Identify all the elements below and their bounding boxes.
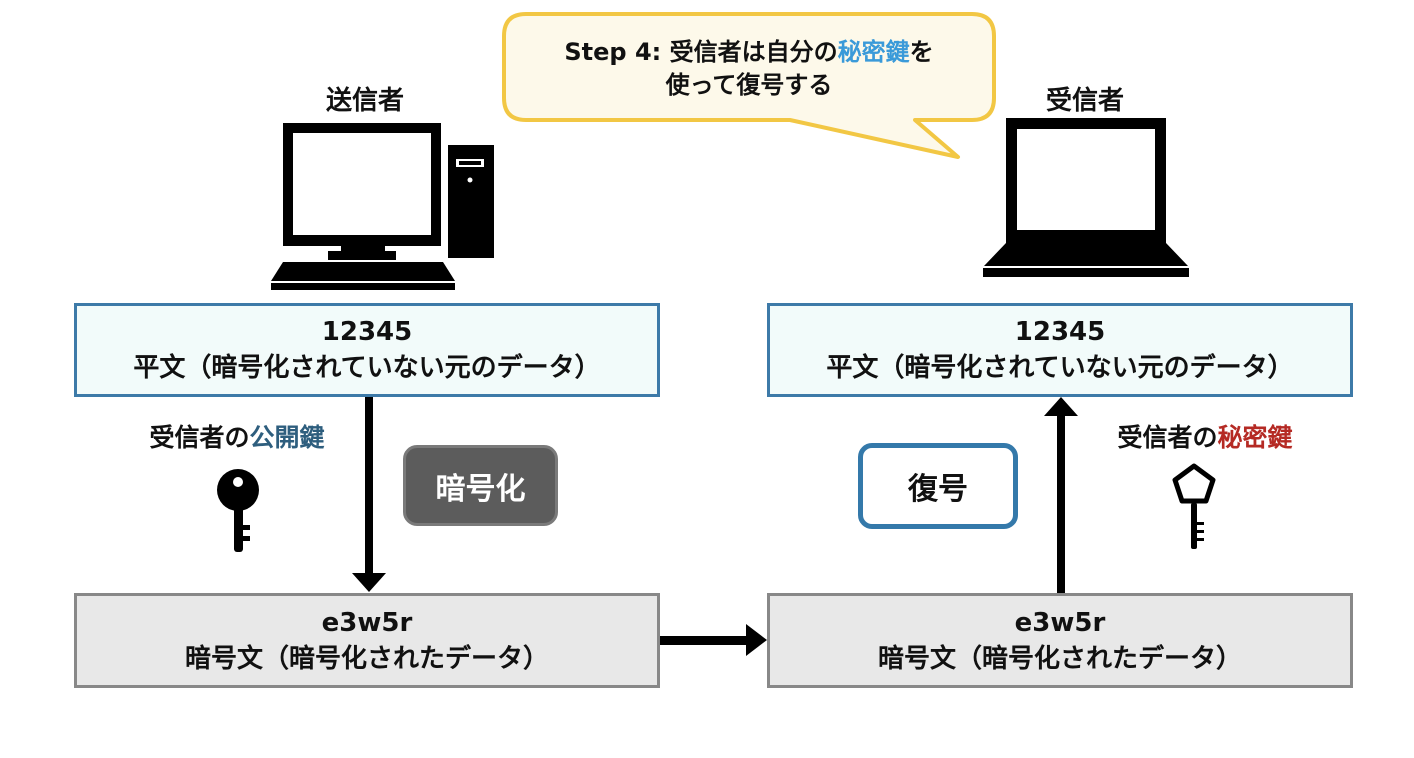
callout-highlight: 秘密鍵 [837, 38, 910, 66]
callout-line-2: 使って復号する [665, 71, 833, 99]
ciphertext-value: e3w5r [321, 607, 413, 638]
pentagon-key-icon [1172, 463, 1216, 549]
public-key-text: 公開鍵 [249, 423, 325, 452]
decrypt-arrow [1044, 397, 1078, 595]
plaintext-caption: 平文（暗号化されていない元のデータ） [133, 353, 601, 383]
receiver-ciphertext-box: e3w5r 暗号文（暗号化されたデータ） [767, 593, 1353, 688]
plaintext-value: 12345 [321, 317, 413, 347]
sender-ciphertext-box: e3w5r 暗号文（暗号化されたデータ） [74, 593, 660, 688]
laptop-computer-icon [983, 118, 1189, 277]
callout-bubble [502, 12, 996, 159]
public-key-label: 受信者の公開鍵 [149, 423, 325, 452]
transmit-arrow [660, 624, 767, 656]
private-key-label: 受信者の秘密鍵 [1117, 423, 1293, 452]
callout-text: Step 4: 受信者は自分の秘密鍵を 使って復号する [504, 36, 994, 102]
sender-title: 送信者 [325, 86, 404, 116]
encrypt-step-label: 暗号化 [403, 445, 558, 526]
decrypt-step-label: 復号 [858, 443, 1018, 529]
ciphertext-caption: 暗号文（暗号化されたデータ） [184, 643, 549, 674]
round-key-icon [217, 469, 259, 552]
receiver-title: 受信者 [1045, 86, 1124, 116]
desktop-computer-icon [271, 123, 494, 290]
receiver-plaintext-box: 12345 平文（暗号化されていない元のデータ） [767, 303, 1353, 397]
ciphertext-caption: 暗号文（暗号化されたデータ） [877, 643, 1242, 674]
encrypt-arrow [352, 396, 386, 592]
callout-line-1: Step 4: 受信者は自分の秘密鍵を [564, 38, 934, 66]
private-key-text: 秘密鍵 [1217, 423, 1293, 452]
plaintext-caption: 平文（暗号化されていない元のデータ） [826, 353, 1294, 383]
sender-plaintext-box: 12345 平文（暗号化されていない元のデータ） [74, 303, 660, 397]
ciphertext-value: e3w5r [1014, 607, 1106, 638]
plaintext-value: 12345 [1014, 317, 1106, 347]
